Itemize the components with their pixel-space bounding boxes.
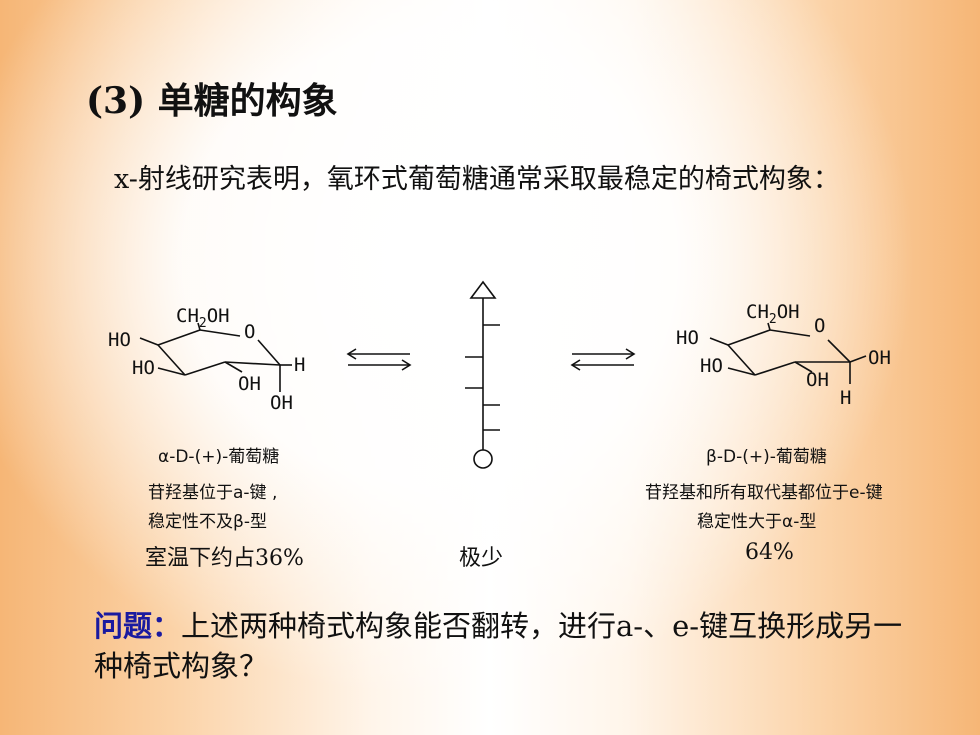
intermediate-label: 极少 [459,546,504,571]
alpha-percent: 室温下约占36% [145,546,304,571]
question-text: 上述两种椅式构象能否翻转，进行a-、e-键互换形成另一种椅式构象？ [94,609,903,683]
intro-paragraph: x-射线研究表明，氧环式葡萄糖通常采取最稳定的椅式构象： [114,164,840,195]
equilibrium-arrows-left [346,348,412,371]
alpha-oh-ring: OH [238,373,261,395]
alpha-h-label: H [294,354,305,376]
alpha-ho-top: HO [108,329,131,351]
alpha-ch2oh-label: CH [176,305,199,327]
beta-name: β-D-(+)-葡萄糖 [706,447,827,467]
beta-ho-top: HO [676,327,699,349]
beta-percent: 64% [745,540,794,565]
alpha-ch2oh-subscript: 2 [199,316,207,331]
alpha-desc-2: 稳定性不及β-型 [148,512,267,532]
alpha-ho-bottom: HO [132,357,155,379]
alpha-oh-anomeric: OH [270,392,293,414]
beta-h-label: H [840,387,851,409]
beta-ch2oh-tail: OH [777,301,800,323]
equilibrium-arrows-right [570,348,636,371]
beta-ch2oh-subscript: 2 [769,312,777,327]
intermediate-form [465,280,500,469]
beta-oh-anomeric: OH [868,347,891,369]
alpha-desc-1: 苷羟基位于a-键 , [148,483,278,503]
svg-text:CH2OH: CH2OH [746,301,800,327]
alpha-chair-ring [139,322,292,392]
beta-oh-ring: OH [806,369,829,391]
beta-ho-bottom: HO [700,355,723,377]
page-title: (3) 单糖的构象 [86,80,338,122]
question-paragraph: 问题：上述两种椅式构象能否翻转，进行a-、e-键互换形成另一种椅式构象？ [94,606,924,686]
beta-chair-ring [709,322,867,384]
alpha-ring-oxygen: O [244,321,255,343]
question-label: 问题： [94,609,182,643]
alpha-name: α-D-(+)-葡萄糖 [158,447,280,467]
beta-desc-2: 稳定性大于α-型 [697,512,817,532]
beta-ring-oxygen: O [814,315,825,337]
alpha-ch2oh-tail: OH [207,305,230,327]
svg-text:CH2OH: CH2OH [176,305,230,331]
beta-desc-1: 苷羟基和所有取代基都位于e-键 [645,483,883,503]
beta-ch2oh-label: CH [746,301,769,323]
